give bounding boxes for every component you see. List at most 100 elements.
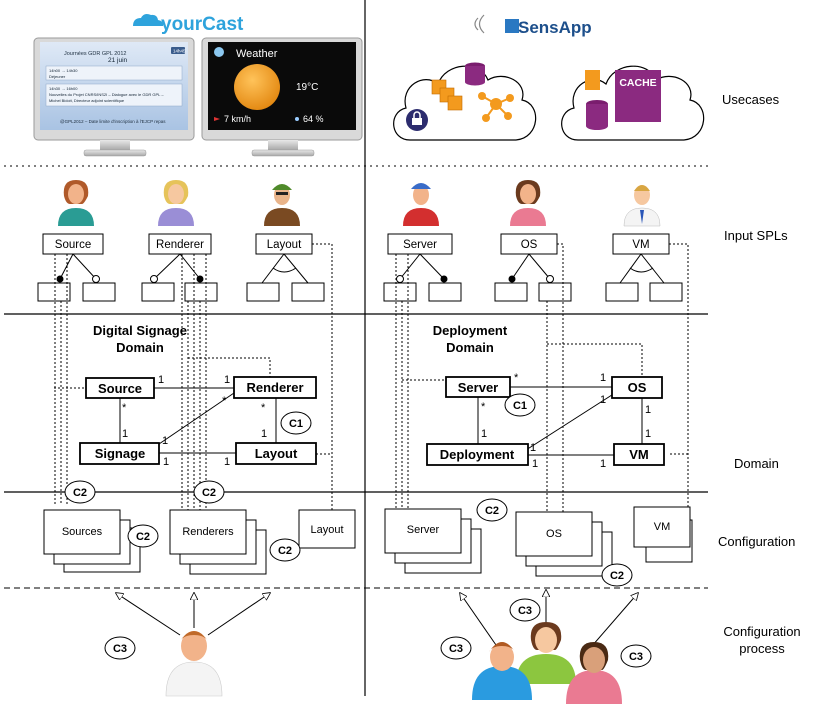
mult-l4: 1 bbox=[122, 428, 128, 440]
config-server-label: Server bbox=[407, 524, 440, 536]
class-vm-label: VM bbox=[629, 447, 649, 462]
class-deployment-label: Deployment bbox=[440, 447, 515, 462]
badge-c1-left-label: C1 bbox=[289, 418, 303, 430]
cloud-right: CACHE bbox=[561, 65, 705, 141]
process-arrows bbox=[116, 590, 638, 647]
sensapp-logo-text: SensApp bbox=[518, 18, 592, 37]
class-server-label: Server bbox=[458, 380, 498, 395]
mult-l5: * bbox=[222, 395, 227, 407]
signal-icon bbox=[474, 14, 485, 34]
badge-c2-sources-label: C2 bbox=[73, 487, 87, 499]
badge-c3-right-a-label: C3 bbox=[449, 643, 463, 655]
constraint-badges: C1 C1 C2 C2 C2 C2 C2 C2 C3 C3 C3 C3 bbox=[64, 393, 652, 668]
mult-l6: 1 bbox=[162, 435, 168, 447]
row-labels: Usecases Input SPLs Domain Configuration… bbox=[718, 92, 801, 656]
wind-icon bbox=[214, 117, 220, 121]
badge-c2-renderers bbox=[193, 480, 225, 504]
domain-right-title-1: Deployment bbox=[433, 323, 508, 338]
screen-left-row2a: 14h30 → 16h00 bbox=[49, 86, 78, 91]
team-avatars bbox=[472, 622, 622, 704]
mult-r7: 1 bbox=[532, 458, 538, 470]
yourcast-logo: yourCast bbox=[133, 14, 244, 35]
grid-lines bbox=[4, 0, 708, 696]
mult-r4: 1 bbox=[481, 428, 487, 440]
screen-left-row2c: Michel Bidoit, Directeur adjoint scienti… bbox=[49, 98, 125, 103]
avatar-teal bbox=[58, 180, 94, 226]
badge-c2-renderers-label: C2 bbox=[202, 487, 216, 499]
avatar-tie bbox=[623, 185, 661, 227]
config-server-box bbox=[384, 508, 462, 554]
mult-l1: 1 bbox=[158, 374, 164, 386]
class-server bbox=[445, 376, 511, 398]
badge-c3-right-c-label: C3 bbox=[629, 651, 643, 663]
database-icon bbox=[465, 66, 485, 82]
label-configuration: Configuration bbox=[718, 534, 795, 549]
screen-left-badge: 14h45 bbox=[173, 49, 186, 54]
badge-c2-server bbox=[476, 498, 508, 522]
feature-server-label: Server bbox=[403, 239, 437, 251]
sun-icon bbox=[234, 64, 280, 110]
configuration-right: Server OS VM bbox=[384, 506, 693, 577]
sensapp-mark-icon bbox=[505, 19, 519, 33]
config-layout-label: Layout bbox=[310, 524, 343, 536]
monitor-left: Journées GDR GPL 2012 21 juin 14h45 14h0… bbox=[33, 37, 195, 157]
badge-c3-left-label: C3 bbox=[113, 643, 127, 655]
class-os-label: OS bbox=[628, 380, 647, 395]
label-domain: Domain bbox=[734, 456, 779, 471]
screen-left-footer: @GPL2012 – Date limite d'inscription à l… bbox=[60, 119, 166, 124]
persona-avatars bbox=[58, 180, 661, 227]
badge-c2-vm-label: C2 bbox=[610, 570, 624, 582]
badge-c2-between bbox=[127, 524, 159, 548]
class-signage-label: Signage bbox=[95, 446, 146, 461]
label-process-line2: process bbox=[739, 641, 785, 656]
feature-vm-label: VM bbox=[632, 239, 649, 251]
mult-r6: 1 bbox=[530, 442, 536, 454]
badge-c2-layout bbox=[269, 538, 301, 562]
mult-r1: * bbox=[514, 372, 519, 384]
mult-l7: 1 bbox=[163, 456, 169, 468]
badge-c3-right-a bbox=[440, 636, 472, 660]
avatar-pink bbox=[510, 180, 546, 226]
cache-label: CACHE bbox=[619, 77, 656, 89]
operator-avatar bbox=[165, 631, 223, 697]
avatar-server bbox=[403, 183, 439, 226]
cache-icon bbox=[615, 70, 661, 122]
class-deployment bbox=[426, 443, 529, 466]
badge-c3-right-b-label: C3 bbox=[518, 605, 532, 617]
weather-wind: 7 km/h bbox=[224, 114, 251, 124]
class-signage bbox=[79, 442, 160, 465]
domain-model-right: Deployment Domain Server OS Deployment V… bbox=[426, 323, 665, 470]
team-member-pink bbox=[566, 642, 622, 704]
domain-right-title-2: Domain bbox=[446, 340, 494, 355]
screen-left-row2b: Nouvelles du Projet CNRS/INS2I – Dialogu… bbox=[49, 92, 164, 97]
config-sources-box bbox=[43, 509, 121, 555]
team-member-blue bbox=[472, 642, 532, 700]
config-vm-box bbox=[633, 506, 691, 548]
screen-left-line1: Journées GDR GPL 2012 bbox=[64, 51, 126, 57]
screen-left-line2: 21 juin bbox=[108, 57, 128, 64]
badge-c2-layout-label: C2 bbox=[278, 545, 292, 557]
feature-renderer-label: Renderer bbox=[156, 239, 204, 251]
domain-model-left: Digital Signage Domain Source Renderer S… bbox=[79, 323, 317, 468]
mult-r10: 1 bbox=[645, 428, 651, 440]
badge-c3-right-c bbox=[620, 644, 652, 668]
weather-title: Weather bbox=[236, 48, 278, 60]
screen-left-row1b: Déjeuner bbox=[49, 74, 66, 79]
class-source bbox=[85, 377, 155, 399]
database-icon-2 bbox=[586, 104, 608, 126]
weather-humidity: 64 % bbox=[303, 114, 324, 124]
config-vm-label: VM bbox=[654, 521, 671, 533]
avatar-cap bbox=[264, 184, 300, 226]
class-layout-label: Layout bbox=[255, 446, 298, 461]
mult-l8: 1 bbox=[224, 456, 230, 468]
class-renderer-label: Renderer bbox=[246, 380, 303, 395]
mult-r5: 1 bbox=[600, 394, 606, 406]
badge-c1-right-label: C1 bbox=[513, 400, 527, 412]
class-source-label: Source bbox=[98, 381, 142, 396]
config-renderers-box bbox=[169, 509, 247, 555]
label-usecases: Usecases bbox=[722, 92, 780, 107]
mult-r3: * bbox=[481, 401, 486, 413]
config-renderers-label: Renderers bbox=[182, 526, 234, 538]
domain-left-title-1: Digital Signage bbox=[93, 323, 187, 338]
